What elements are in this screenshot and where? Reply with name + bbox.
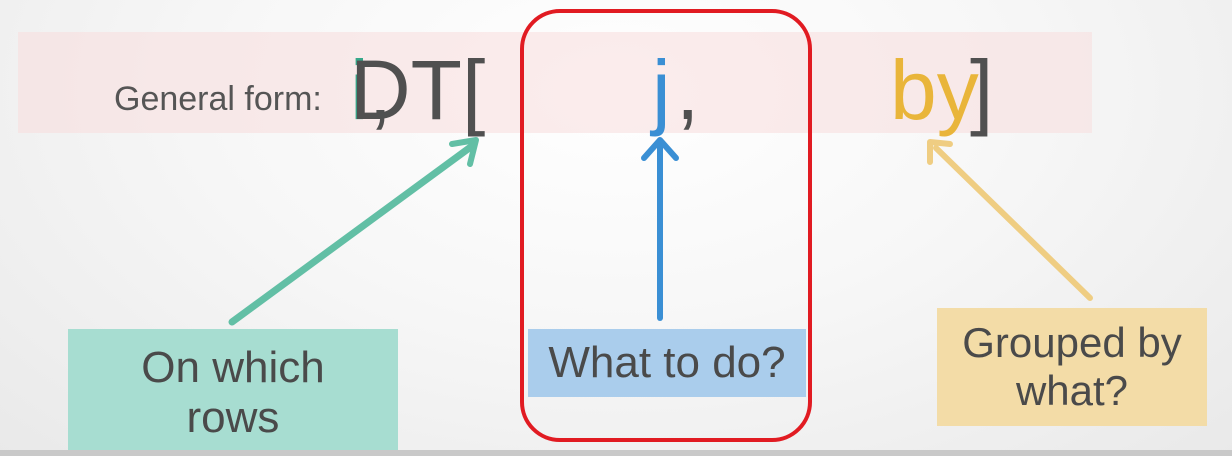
comma-1: , <box>368 43 393 137</box>
arrow-j <box>641 137 679 321</box>
arrow-i <box>228 137 479 326</box>
dt-open: DT[ <box>350 43 486 137</box>
dt-expression: DT[i, <box>350 40 485 140</box>
dt-close: ] <box>970 43 994 137</box>
grouped-by-box: Grouped by what? <box>937 308 1207 426</box>
i-argument: i <box>350 43 369 137</box>
by-argument: by <box>890 43 979 137</box>
general-form-formula: General form: DT[i, j , by ] <box>0 0 1232 160</box>
on-which-rows-box: On which rows <box>68 329 398 456</box>
j-highlight-frame <box>520 9 812 442</box>
what-to-do-box: What to do? <box>528 329 806 397</box>
comma-2: , <box>676 43 700 137</box>
arrow-by <box>927 139 1093 301</box>
what-to-do-label: What to do? <box>548 338 786 387</box>
grouped-by-label: Grouped by what? <box>962 319 1182 414</box>
j-argument: j <box>652 43 671 137</box>
on-which-rows-label: On which rows <box>141 342 325 442</box>
general-form-label: General form: <box>114 80 322 118</box>
bottom-divider <box>0 450 1232 456</box>
